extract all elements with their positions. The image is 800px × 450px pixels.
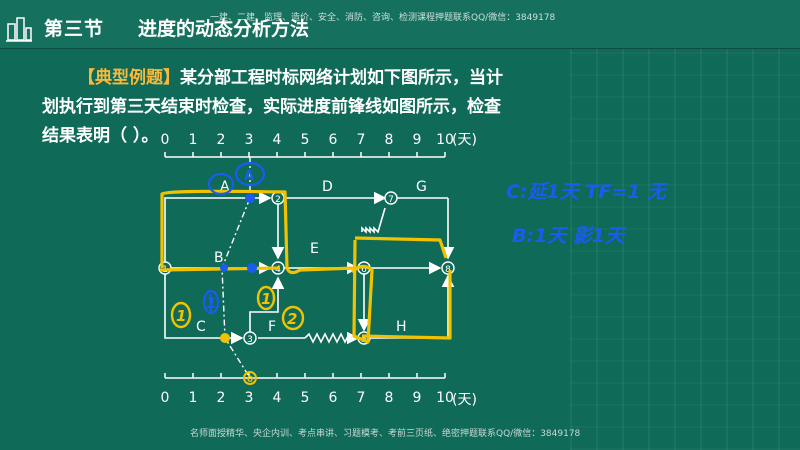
mark-one-blue: 1 xyxy=(206,294,216,312)
bottom-tick-label-5: 5 xyxy=(301,390,310,406)
top-tick-label-3: 3 xyxy=(245,132,254,148)
blue-annotations xyxy=(202,161,266,315)
mark-one-c: 1 xyxy=(176,307,186,325)
activity-label-f: F xyxy=(268,319,276,335)
bottom-tick-label-10: 10 xyxy=(436,390,454,406)
activity-label-a: A xyxy=(220,179,230,195)
node-3-label: 3 xyxy=(247,335,253,345)
blue-dots xyxy=(220,193,257,273)
top-tick-label-6: 6 xyxy=(329,132,338,148)
top-tick-label-9: 9 xyxy=(413,132,422,148)
top-tick-label-5: 5 xyxy=(301,132,310,148)
example-tag: 【典型例题】 xyxy=(78,68,180,88)
top-tick-label-10: 10 xyxy=(436,132,454,148)
mark-two-f: 2 xyxy=(287,310,297,328)
section-title: 第三节 xyxy=(44,18,105,40)
question-line-3: 结果表明（ ）。 xyxy=(42,126,159,146)
yellow-numbers: 1 1 1 2 xyxy=(176,290,297,328)
question-text: 【典型例题】某分部工程时标网络计划如下图所示，当计 划执行到第三天结束时检查，实… xyxy=(42,64,602,151)
node-6-label: 6 xyxy=(361,265,367,275)
node-7-label: 7 xyxy=(388,195,394,205)
activity-label-b: B xyxy=(214,250,224,266)
activity-label-e: E xyxy=(310,241,319,257)
bottom-tick-label-4: 4 xyxy=(273,390,282,406)
mark-zero: 0 xyxy=(247,375,253,385)
bottom-tick-label-0: 0 xyxy=(161,390,170,406)
activity-a-arrow xyxy=(164,191,272,268)
top-tick-label-0: 0 xyxy=(161,132,170,148)
top-watermark: 一建、二建、监理、造价、安全、消防、咨询、检测课程押题联系QQ/微信：38491… xyxy=(210,13,556,23)
bottom-axis-unit: (天) xyxy=(452,392,477,408)
question-line-2: 划执行到第三天结束时检查，实际进度前锋线如图所示，检查 xyxy=(42,97,501,117)
dummy-wave-6-to-7 xyxy=(361,207,386,234)
top-tick-label-2: 2 xyxy=(217,132,226,148)
yellow-annotations xyxy=(170,285,305,331)
topic-title: 进度的动态分析方法 xyxy=(138,18,310,40)
bottom-tick-label-9: 9 xyxy=(413,390,422,406)
top-tick-label-7: 7 xyxy=(357,132,366,148)
building-logo-icon xyxy=(6,17,32,42)
bottom-tick-label-6: 6 xyxy=(329,390,338,406)
bottom-tick-label-8: 8 xyxy=(385,390,394,406)
title-bar: 第三节 进度的动态分析方法 一建、二建、监理、造价、安全、消防、咨询、检测课程押… xyxy=(0,0,800,49)
top-time-axis: 0 1 2 3 4 5 6 7 8 9 10 (天) xyxy=(161,132,477,158)
mark-one-f: 1 xyxy=(261,290,271,308)
bottom-watermark: 名师面授精华、央企内训、考点串讲、习题模考、考前三页纸、绝密押题联系QQ/微信：… xyxy=(190,429,581,439)
top-axis-unit: (天) xyxy=(452,132,477,148)
top-tick-marks xyxy=(164,152,446,157)
activity-c-arrow xyxy=(164,268,244,345)
activity-label-g: G xyxy=(416,179,427,195)
yellow-front-dots: 0 xyxy=(220,333,257,385)
bottom-tick-label-3: 3 xyxy=(245,390,254,406)
bottom-tick-label-2: 2 xyxy=(217,390,226,406)
critical-path-highlight xyxy=(159,189,452,344)
top-tick-label-1: 1 xyxy=(189,132,198,148)
handwritten-mark-a: A xyxy=(244,169,254,184)
top-tick-label-4: 4 xyxy=(273,132,282,148)
handwritten-note-c: C:延1天 TF=1 无 xyxy=(506,181,667,203)
bottom-tick-label-1: 1 xyxy=(189,390,198,406)
bottom-tick-label-7: 7 xyxy=(357,390,366,406)
activity-labels: A B C D E F G H xyxy=(196,179,427,335)
bottom-time-axis: 0 1 2 3 4 5 6 7 8 9 10 (天) xyxy=(161,373,477,408)
top-tick-label-8: 8 xyxy=(385,132,394,148)
node-2-label: 2 xyxy=(275,195,281,205)
handwritten-note-b: B:1天 影1天 xyxy=(512,225,625,247)
activity-f-wave xyxy=(304,332,354,344)
node-3 xyxy=(243,331,257,345)
question-line-1: 某分部工程时标网络计划如下图所示，当计 xyxy=(180,68,503,88)
activity-label-h: H xyxy=(396,319,407,335)
activity-label-d: D xyxy=(322,179,333,195)
node-8-label: 8 xyxy=(445,265,451,275)
dummy-3-4 xyxy=(249,276,285,338)
node-7 xyxy=(384,191,398,205)
activity-label-c: C xyxy=(196,319,206,335)
node-4-label: 4 xyxy=(275,265,281,275)
